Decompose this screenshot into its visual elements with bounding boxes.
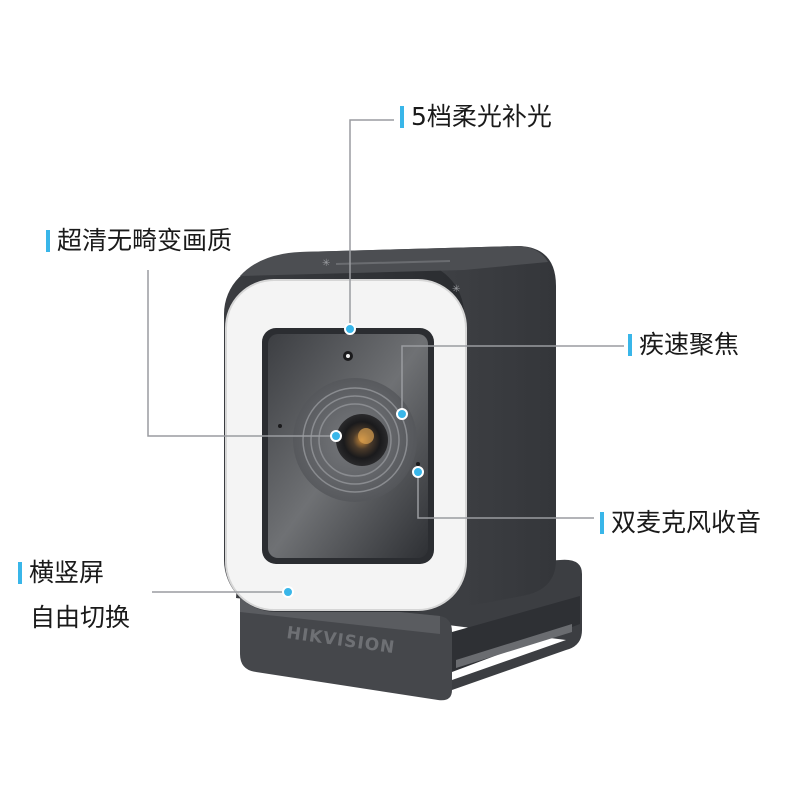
callout-orientation-line2: 自由切换	[30, 603, 131, 632]
callout-dots	[282, 323, 424, 598]
callout-lines	[147, 119, 624, 593]
svg-text:✳: ✳	[452, 284, 460, 295]
callout-image-quality: 超清无畸变画质	[46, 226, 232, 256]
callout-fill-light: 5档柔光补光	[400, 102, 552, 132]
dot-fast-focus	[396, 408, 408, 420]
svg-text:✳: ✳	[322, 258, 330, 269]
dot-orientation	[282, 586, 294, 598]
callout-fast-focus: 疾速聚焦	[628, 330, 739, 360]
dot-image-quality	[330, 430, 342, 442]
accent-bar	[600, 512, 604, 534]
dot-fill-light	[344, 323, 356, 335]
callout-orientation-line1: 横竖屏	[18, 558, 104, 588]
callout-dual-mic: 双麦克风收音	[600, 508, 761, 538]
accent-bar	[18, 562, 22, 584]
accent-bar	[628, 334, 632, 356]
dot-dual-mic	[412, 466, 424, 478]
accent-bar	[400, 106, 404, 128]
accent-bar	[46, 230, 50, 252]
lens-panel	[268, 334, 428, 558]
